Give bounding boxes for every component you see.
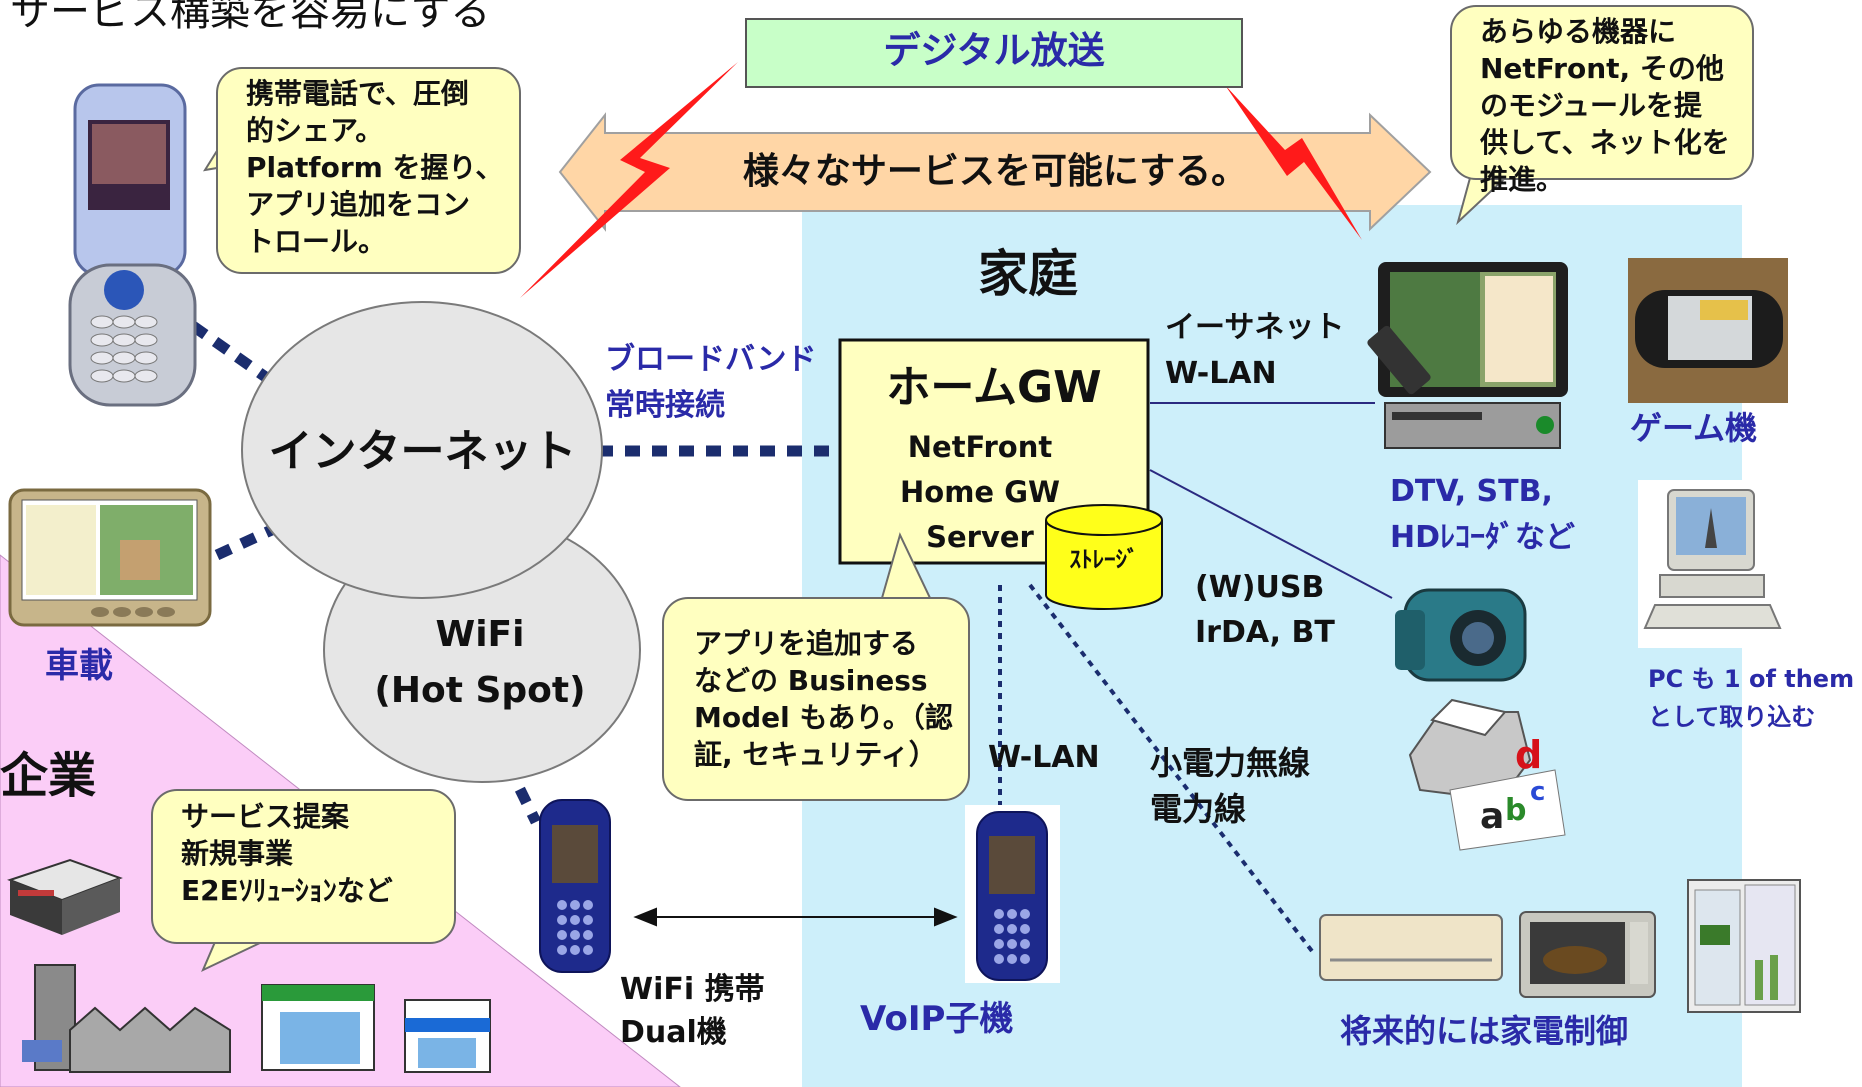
home-gw-title: ホームGW (886, 362, 1102, 413)
callout-business (662, 597, 970, 801)
callout-devices (1450, 5, 1754, 180)
callout-enterprise-text: サービス提案 新規事業 E2Eｿﾘｭｰｼｮﾝなど (181, 800, 393, 907)
svg-text:b: b (1505, 793, 1526, 828)
internet-label: インターネット (268, 426, 577, 477)
callout-mobile-text: 携帯電話で、圧倒 的シェア。 Platform を握り、 アプリ追加をコン トロ… (246, 77, 504, 258)
game-console-icon (1628, 258, 1788, 403)
callout-mobile (216, 67, 521, 274)
broadcast-box (745, 18, 1243, 88)
factory-icon (22, 964, 231, 1073)
link-gw-appliances (1028, 583, 1317, 957)
broadband-label: ブロードバンド 常時接続 (605, 342, 817, 423)
storage-icon (1045, 504, 1163, 610)
game-label: ゲーム機 (1630, 409, 1758, 447)
enterprise-label: 企業 (0, 748, 97, 804)
ethernet-label: イーサネット W-LAN (1165, 310, 1345, 391)
page-title: サービス構築を容易にする (10, 0, 491, 35)
broadcast-label: デジタル放送 (883, 29, 1105, 72)
internet-cloud (241, 301, 603, 599)
link-phone-internet (189, 321, 271, 383)
microwave-icon (1519, 911, 1656, 998)
lightning-right-icon (1225, 85, 1362, 240)
printer-icon: d a b c (1408, 698, 1566, 851)
tv-icon (1367, 262, 1568, 449)
callout-devices-text: あらゆる機器に NetFront, その他 のモジュールを提 供して、ネット化を… (1480, 15, 1730, 196)
wifi-phone-label: WiFi 携帯 Dual機 (620, 972, 765, 1050)
callout-enterprise (151, 789, 456, 944)
link-gw-camera (1149, 469, 1393, 599)
refrigerator-icon (1687, 879, 1801, 1013)
shop-icon (261, 984, 491, 1073)
home-gw-subtitle: NetFront Home GW Server (900, 430, 1060, 554)
callout-tail-enterprise (201, 941, 263, 973)
car-label: 車載 (45, 646, 113, 686)
usb-label: (W)USB IrDA, BT (1195, 570, 1335, 650)
svg-text:a: a (1480, 796, 1504, 837)
callout-business-text: アプリを追加する などの Business Model もあり。（認 証, セキ… (694, 627, 953, 771)
mobile-phone-icon (539, 799, 611, 973)
building-icon (7, 858, 123, 935)
voip-phone-icon (965, 805, 1060, 983)
wifi-voip-arrow (633, 907, 958, 927)
flip-phone-icon (68, 83, 197, 407)
appliances-label: 将来的には家電制御 (1340, 1012, 1629, 1050)
air-conditioner-icon (1319, 914, 1503, 981)
camera-icon (1395, 588, 1527, 682)
pc-label: PC も 1 of them として取り込む (1648, 665, 1855, 731)
svg-text:c: c (1530, 777, 1545, 807)
powerline-label: 小電力無線 電力線 (1150, 744, 1311, 828)
pc-icon (1638, 480, 1782, 648)
svg-text:d: d (1515, 733, 1542, 777)
storage-label: ｽﾄﾚｰｼﾞ (1069, 547, 1139, 573)
car-nav-icon (8, 488, 212, 627)
voip-label: VoIP子機 (860, 999, 1014, 1039)
wifi-label: WiFi (Hot Spot) (374, 614, 586, 711)
home-label: 家庭 (978, 245, 1078, 303)
dtv-label: DTV, STB, HDﾚｺｰﾀﾞなど (1390, 474, 1576, 555)
wlan-label: W-LAN (988, 740, 1100, 775)
services-arrow-label: 様々なサービスを可能にする。 (742, 151, 1248, 192)
